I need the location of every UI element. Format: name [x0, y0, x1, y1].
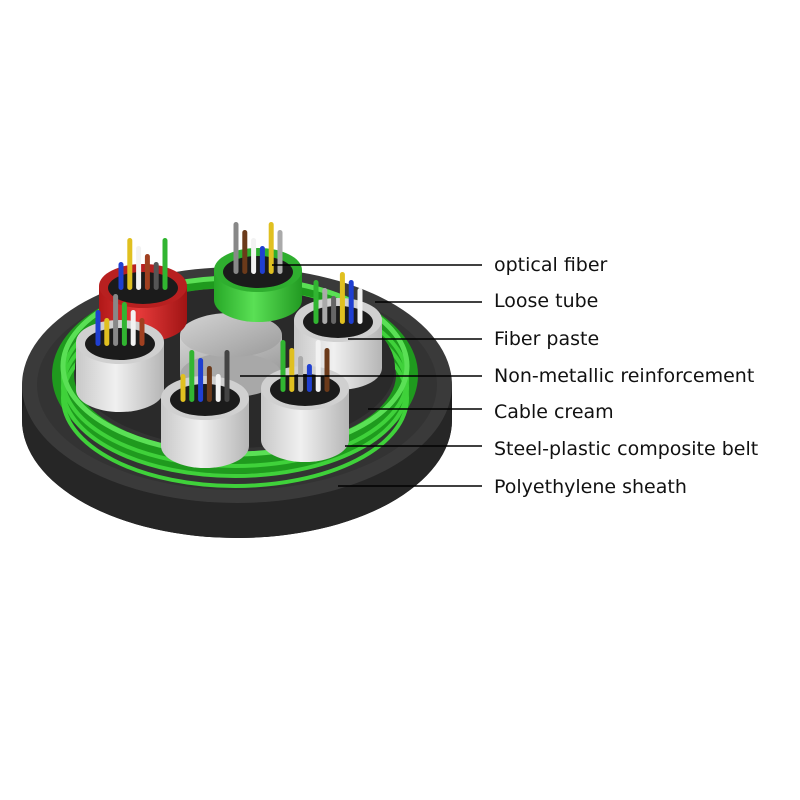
label-optical-fiber: optical fiber — [494, 254, 608, 276]
fiber-paste — [223, 256, 293, 288]
optical-fiber — [339, 272, 345, 324]
loose-tube — [214, 222, 302, 322]
optical-fiber — [104, 318, 110, 346]
optical-fiber — [95, 310, 101, 346]
optical-fiber — [331, 296, 337, 324]
optical-fiber — [357, 288, 363, 324]
label-fiber-paste: Fiber paste — [494, 328, 599, 350]
optical-fiber — [289, 348, 295, 392]
leader-lines — [240, 264, 482, 487]
optical-fiber — [251, 238, 257, 274]
label-cable-cream: Cable cream — [494, 401, 614, 423]
optical-fiber — [268, 222, 274, 274]
fiber-paste — [170, 384, 240, 416]
optical-fiber — [144, 254, 150, 290]
loose-tube — [161, 350, 249, 468]
optical-fiber — [127, 238, 133, 290]
optical-fiber — [348, 280, 354, 324]
labels: optical fiber Loose tube Fiber paste Non… — [494, 254, 758, 498]
optical-fiber — [180, 374, 186, 402]
non-metallic-reinforcement — [180, 313, 282, 397]
optical-fiber — [242, 230, 248, 274]
optical-fiber — [118, 262, 124, 290]
optical-fiber — [162, 238, 168, 290]
fiber-paste — [270, 374, 340, 406]
fiber-paste — [108, 272, 178, 304]
optical-fiber — [322, 288, 328, 324]
fiber-paste — [85, 328, 155, 360]
optical-fiber — [224, 350, 230, 402]
optical-fiber — [113, 294, 119, 346]
label-steel-plastic-composite-belt: Steel-plastic composite belt — [494, 438, 758, 460]
optical-fiber — [298, 356, 304, 392]
loose-tube — [261, 340, 349, 462]
optical-fiber — [121, 302, 127, 346]
loose-tube — [99, 238, 187, 342]
optical-fiber — [313, 280, 319, 324]
loose-tube — [76, 294, 164, 412]
label-non-metallic-reinforcement: Non-metallic reinforcement — [494, 365, 754, 387]
optical-fiber — [139, 318, 145, 346]
optical-fiber — [315, 340, 321, 392]
optical-fiber — [324, 348, 330, 392]
loose-tubes — [76, 222, 382, 468]
optical-fiber — [259, 246, 265, 274]
fiber-paste — [303, 306, 373, 338]
label-polyethylene-sheath: Polyethylene sheath — [494, 476, 687, 498]
optical-fiber — [233, 222, 239, 274]
optical-fiber — [153, 262, 159, 290]
optical-fiber — [136, 246, 142, 290]
optical-fiber — [198, 358, 204, 402]
label-loose-tube: Loose tube — [494, 290, 598, 312]
optical-fiber — [215, 374, 221, 402]
optical-fiber — [277, 230, 283, 274]
optical-fiber — [189, 350, 195, 402]
optical-fiber — [206, 366, 212, 402]
optical-fiber — [130, 310, 136, 346]
optical-fiber — [280, 340, 286, 392]
optical-fiber — [306, 364, 312, 392]
